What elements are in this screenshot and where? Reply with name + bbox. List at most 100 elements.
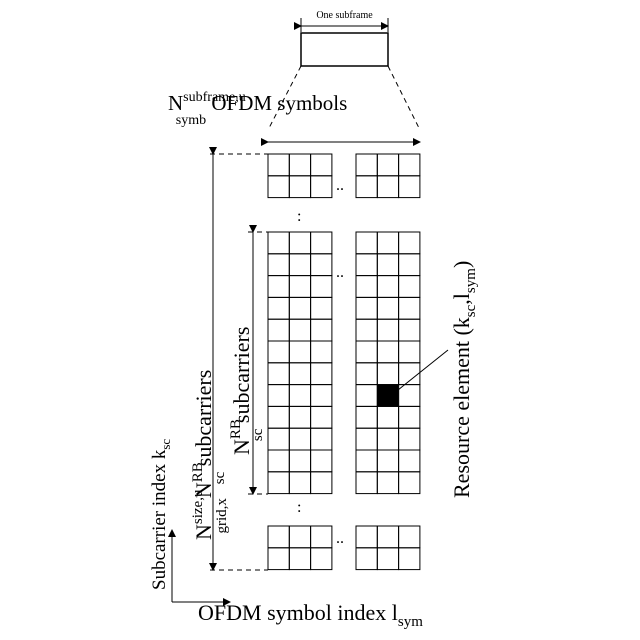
grid-cell — [356, 548, 377, 570]
grid-cell — [399, 428, 420, 450]
grid-cell — [268, 254, 289, 276]
grid-cell — [311, 363, 332, 385]
grid-cell — [356, 450, 377, 472]
rb-subcarriers-label: NRBsc subcarriers — [228, 327, 266, 455]
resource-element-pointer — [398, 350, 448, 390]
grid-cell — [311, 548, 332, 570]
grid-cell — [377, 154, 398, 176]
grid-cell — [289, 428, 310, 450]
grid-cell — [289, 319, 310, 341]
grid-cell — [399, 450, 420, 472]
grid-cell — [399, 254, 420, 276]
symbols-label: Nsubframe,usymb OFDM symbols — [168, 90, 347, 128]
grid-cell — [311, 341, 332, 363]
grid-cell — [377, 254, 398, 276]
grid-cell — [399, 526, 420, 548]
grid-cell — [268, 526, 289, 548]
x-axis-label: OFDM symbol index lsym — [198, 600, 423, 630]
grid-cell — [356, 232, 377, 254]
grid-cell — [289, 232, 310, 254]
grid-cell — [356, 363, 377, 385]
grid-cell — [268, 176, 289, 198]
grid-cell — [268, 548, 289, 570]
ellipsis-top-h: .. — [336, 177, 344, 194]
grid-cell — [268, 232, 289, 254]
grid-cell — [268, 406, 289, 428]
grid-cell — [268, 297, 289, 319]
grid-cell — [377, 472, 398, 494]
ellipsis-bottom-h: .. — [336, 530, 344, 547]
grid-cell — [356, 297, 377, 319]
grid-bottom-left — [268, 526, 332, 570]
grid-cell — [399, 319, 420, 341]
grid-cell — [356, 526, 377, 548]
grid-cell — [311, 526, 332, 548]
grid-cell — [311, 472, 332, 494]
grid-cell — [377, 363, 398, 385]
grid-cell — [356, 154, 377, 176]
grid-cell — [311, 254, 332, 276]
grid-cell — [377, 341, 398, 363]
grid-cell — [268, 319, 289, 341]
grid-cell — [377, 450, 398, 472]
grid-cell — [289, 254, 310, 276]
grid-cell — [399, 276, 420, 298]
grid-cell — [311, 319, 332, 341]
grid-cell — [268, 363, 289, 385]
grid-cell — [399, 232, 420, 254]
grid-cell — [399, 548, 420, 570]
grid-cell — [289, 406, 310, 428]
y-axis-label: Subcarrier index ksc — [149, 439, 173, 590]
grid-cell — [289, 450, 310, 472]
subframe-box — [301, 33, 388, 66]
grid-cell — [268, 385, 289, 407]
ellipsis-lower-v: : — [297, 499, 301, 516]
grid-cell — [311, 176, 332, 198]
grid-cell — [289, 526, 310, 548]
one-subframe-label: One subframe — [316, 10, 373, 21]
grid-cell — [268, 341, 289, 363]
grid-cell — [356, 254, 377, 276]
grid-top-right — [356, 154, 420, 198]
grid-cell — [356, 472, 377, 494]
grid-cell — [377, 176, 398, 198]
grid-cell — [289, 363, 310, 385]
grid-rb-right — [356, 232, 420, 494]
grid-cell — [311, 428, 332, 450]
grid-rb-left — [268, 232, 332, 494]
grid-cell — [289, 154, 310, 176]
grid-cell — [311, 232, 332, 254]
resource-element-cell — [377, 385, 398, 406]
grid-cell — [268, 450, 289, 472]
resource-grid — [268, 154, 420, 570]
ellipsis-upper-v: : — [297, 208, 301, 225]
grid-cell — [356, 428, 377, 450]
grid-cell — [399, 297, 420, 319]
grid-cell — [399, 385, 420, 407]
grid-cell — [399, 406, 420, 428]
grid-cell — [356, 385, 377, 407]
grid-cell — [377, 548, 398, 570]
grid-cell — [356, 276, 377, 298]
grid-cell — [399, 176, 420, 198]
grid-cell — [289, 276, 310, 298]
grid-cell — [289, 297, 310, 319]
grid-cell — [268, 472, 289, 494]
grid-cell — [399, 154, 420, 176]
subframe-indicator: One subframe — [301, 10, 388, 66]
grid-cell — [289, 385, 310, 407]
grid-cell — [356, 341, 377, 363]
resource-element-label: Resource element (ksc,lsym) — [449, 261, 479, 498]
grid-top-left — [268, 154, 332, 198]
grid-cell — [399, 341, 420, 363]
grid-bottom-right — [356, 526, 420, 570]
grid-cell — [311, 450, 332, 472]
grid-cell — [377, 276, 398, 298]
grid-cell — [377, 428, 398, 450]
grid-cell — [377, 526, 398, 548]
grid-cell — [356, 319, 377, 341]
grid-cell — [399, 472, 420, 494]
grid-cell — [311, 154, 332, 176]
